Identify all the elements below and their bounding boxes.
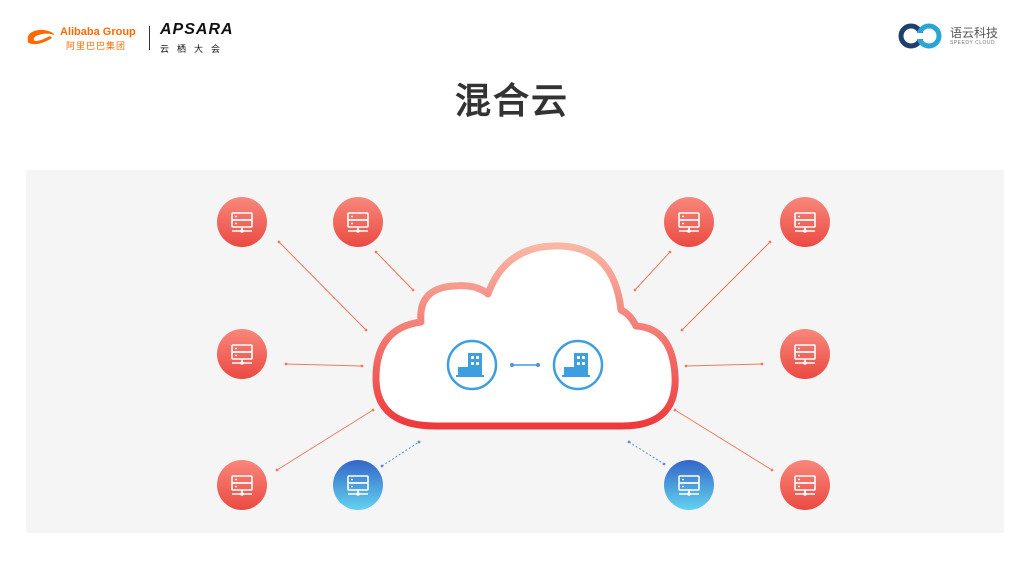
server-node[interactable]: [780, 460, 830, 510]
diagram-panel: [26, 170, 1004, 533]
hybrid-cloud-diagram: [217, 197, 830, 510]
connector-line: [284, 362, 364, 368]
apsara-logo[interactable]: APSARA 云栖大会: [160, 21, 234, 56]
connector-line: [673, 408, 774, 472]
building-icon: [446, 339, 498, 391]
alibaba-group-logo[interactable]: Alibaba Group 阿里巴巴集团: [24, 26, 152, 52]
connector-lines: [275, 240, 774, 472]
partner-logo[interactable]: 语云科技 SPEEDY CLOUD: [896, 22, 1006, 50]
cloud-shape: [372, 242, 679, 430]
server-node[interactable]: [664, 460, 714, 510]
connector-line: [374, 250, 415, 292]
connector-line: [627, 440, 666, 466]
connector-line: [633, 250, 672, 292]
page-title: 混合云: [454, 81, 569, 122]
server-node[interactable]: [217, 460, 267, 510]
server-node[interactable]: [333, 197, 383, 247]
server-node[interactable]: [780, 197, 830, 247]
apsara-name-en: APSARA: [160, 21, 234, 38]
server-node[interactable]: [333, 460, 383, 510]
apsara-name-cn: 云栖大会: [160, 45, 229, 55]
alibaba-logo-icon: [27, 29, 55, 45]
partner-logo-icon: [898, 23, 942, 49]
partner-name-cn: 语云科技: [950, 26, 999, 40]
server-node[interactable]: [217, 197, 267, 247]
connector-line: [275, 408, 375, 472]
server-node[interactable]: [780, 329, 830, 379]
server-node[interactable]: [217, 329, 267, 379]
connector-line: [680, 240, 772, 332]
partner-name-en: SPEEDY CLOUD: [950, 40, 996, 46]
header: Alibaba Group 阿里巴巴集团 APSARA 云栖大会 语云科技 SP…: [0, 0, 1024, 60]
alibaba-name-cn: 阿里巴巴集团: [66, 42, 127, 52]
connector-line: [380, 440, 421, 468]
connector-line: [684, 362, 764, 368]
server-node[interactable]: [664, 197, 714, 247]
building-icon: [552, 339, 604, 391]
connector-line: [277, 240, 368, 332]
logo-divider: [149, 26, 150, 50]
alibaba-name-en: Alibaba Group: [60, 26, 136, 38]
